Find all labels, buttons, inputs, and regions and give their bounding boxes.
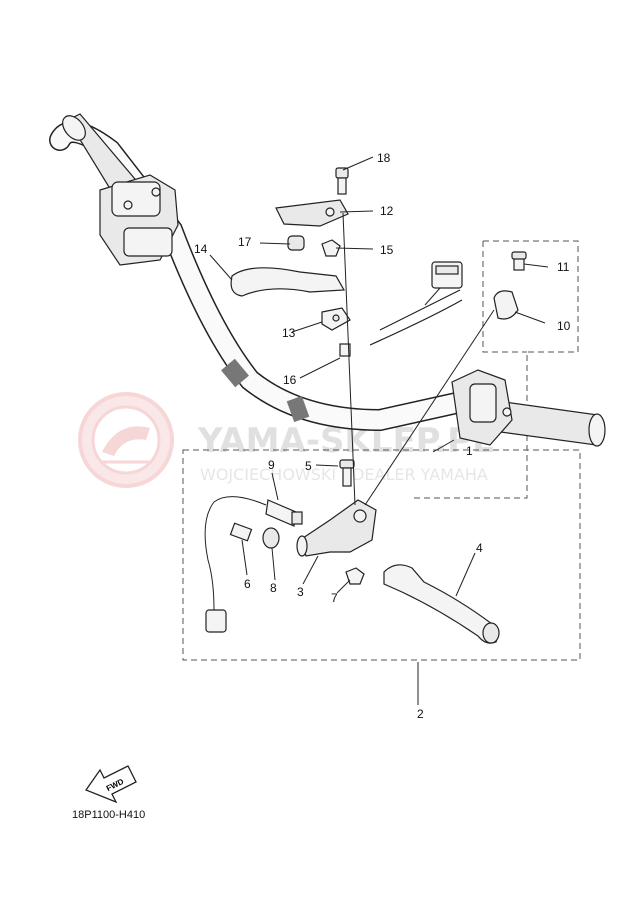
part-9-cable-adjuster [265,499,303,527]
callout-16: 16 [283,373,297,387]
callout-15: 15 [380,243,394,257]
part-4-lever [383,564,500,644]
part-13-plate [321,307,351,331]
right-switch-housing [451,369,513,446]
left-master-cylinder [99,174,179,266]
callout-4: 4 [476,541,483,555]
callout-5: 5 [305,459,312,473]
part-5-bolt [339,459,355,487]
right-grip [485,399,606,447]
callout-11: 11 [557,260,570,274]
watermark-logo [78,392,174,488]
callout-17: 17 [238,235,252,249]
diagram-code: 18P1100-H410 [72,809,145,821]
fwd-arrow-icon: FWD [84,765,137,804]
group-box-switch [410,240,579,499]
callout-14: 14 [194,242,208,256]
group-box-lever [182,449,581,661]
group-box-switch-left [482,241,527,353]
leader-lines [209,156,549,705]
switch-connector [205,609,227,633]
callout-7: 7 [331,591,338,605]
callout-18: 18 [377,151,391,165]
callout-1: 1 [466,444,473,458]
part-7-nut [345,567,365,585]
part-10-clamp [493,290,519,320]
callout-13: 13 [282,326,296,340]
part-3-lever-holder [296,499,377,557]
callout-3: 3 [297,585,304,599]
callout-12: 12 [380,204,394,218]
part-11-screw [511,251,527,271]
part-17-knob [287,235,305,251]
part-6-screw [229,522,253,542]
part-15-nut [321,239,341,257]
callout-8: 8 [270,581,277,595]
callout-10: 10 [557,319,571,333]
callout-6: 6 [244,577,251,591]
part-14-lever [230,267,346,297]
callout-2: 2 [417,707,424,721]
callout-9: 9 [268,458,275,472]
wire-connector [424,261,463,306]
part-16-bolt [339,343,351,357]
part-8-nut [262,527,280,549]
part-12-bracket [275,199,349,227]
clutch-cable [204,496,267,611]
part-18-bolt [335,167,349,195]
